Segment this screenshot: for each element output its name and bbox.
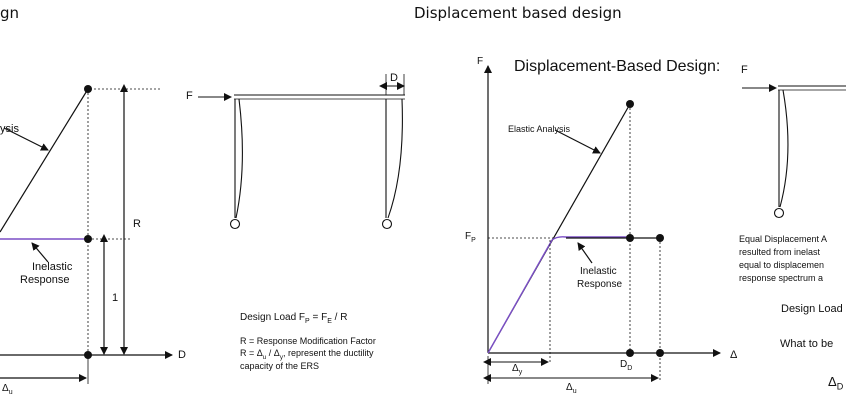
left-header-fragment: gn [0, 4, 20, 22]
right-eq-line-1: Equal Displacement A [739, 234, 828, 244]
left-d-axis-label: D [178, 349, 186, 361]
right-frame [742, 84, 846, 219]
right-eq-line-2: resulted from inelast [739, 247, 821, 257]
right-inelastic-leader [577, 242, 593, 264]
left-frame [198, 74, 405, 230]
right-inelastic-label-2: Response [577, 279, 623, 290]
left-frame-disp-label: D [390, 72, 398, 84]
left-inelastic-leader [31, 242, 49, 263]
left-force-displacement-plot [0, 84, 173, 384]
right-header: Displacement based design [414, 4, 622, 22]
left-delta-u-label: Δu [2, 383, 13, 396]
right-delta-axis-label: Δ [730, 349, 738, 361]
left-frame-hinge-left [229, 218, 241, 230]
left-origin-point [84, 351, 92, 359]
right-elastic-label: Elastic Analysis [508, 124, 571, 134]
left-elastic-line [0, 88, 89, 233]
left-frame-hinge-right [381, 218, 393, 230]
right-yield-point-2 [656, 234, 664, 242]
right-title: Displacement-Based Design: [514, 58, 721, 75]
left-peak-point [84, 85, 92, 93]
left-frame-col-left-deflected [235, 98, 243, 219]
right-f-axis-label: F [477, 56, 484, 67]
left-r-equation-line2: capacity of the ERS [240, 361, 320, 371]
right-dd-label: DD [620, 359, 633, 372]
right-frame-hinge [773, 207, 785, 219]
left-frame-force-label: F [186, 90, 193, 102]
right-inelastic-rise [487, 239, 553, 354]
left-elastic-label: ysis [0, 123, 19, 135]
right-delta-d-label: ΔD [828, 374, 844, 392]
right-elastic-leader [554, 129, 601, 154]
right-du-point [656, 349, 664, 357]
right-peak-point [626, 100, 634, 108]
right-force-displacement-plot [483, 65, 721, 384]
right-frame-col-deflected [779, 89, 789, 208]
left-design-load: Design Load FP = FE / R [240, 312, 348, 325]
left-frame-col-right-deflected [387, 98, 403, 219]
right-delta-y-label: Δy [512, 363, 523, 376]
right-yield-point-1 [626, 234, 634, 242]
right-delta-u-label: Δu [566, 382, 577, 395]
right-frame-force-label: F [741, 64, 748, 76]
left-r-definition: R = Response Modification Factor [240, 336, 376, 346]
left-inelastic-label-1: Inelastic [32, 261, 73, 273]
left-plot-points [84, 85, 92, 359]
right-what-fragment: What to be [780, 338, 834, 350]
right-design-load-fragment: Design Load [781, 303, 843, 315]
left-inelastic-label-2: Response [20, 274, 70, 286]
right-inelastic-label-1: Inelastic [580, 266, 617, 277]
left-r-equation: R = Δu / Δy, represent the ductility [240, 348, 374, 361]
left-elastic-leader [3, 127, 49, 151]
right-fp-label: FP [465, 231, 476, 244]
right-eq-line-4: response spectrum a [739, 273, 824, 283]
left-one-label: 1 [112, 292, 119, 304]
right-eq-line-3: equal to displacemen [739, 260, 825, 270]
left-r-label: R [133, 218, 141, 230]
left-yield-point [84, 235, 92, 243]
right-inelastic-curve [551, 236, 630, 241]
right-plot-points [626, 100, 664, 357]
right-dd-point [626, 349, 634, 357]
